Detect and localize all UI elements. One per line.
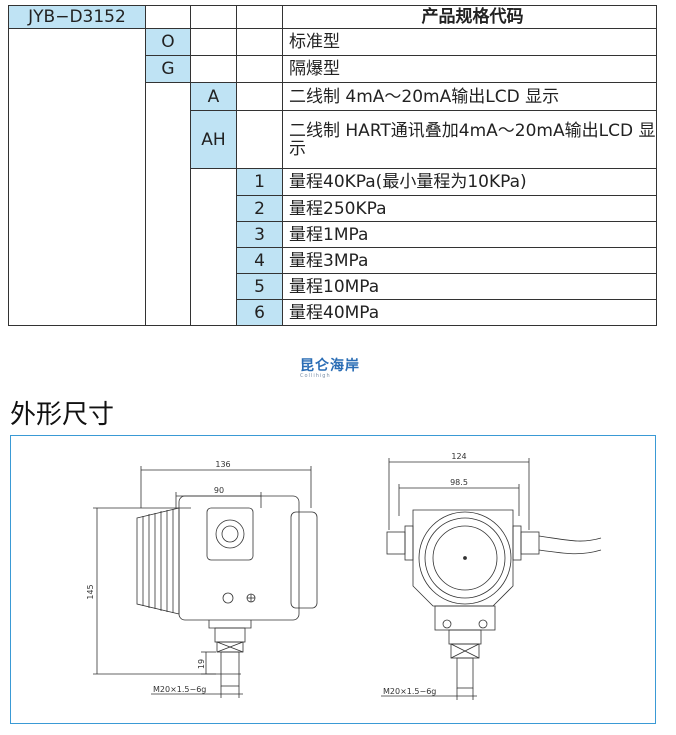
code-cell: O (145, 28, 191, 56)
code-cell: 4 (236, 247, 283, 274)
dim-right-thread: M20×1.5−6g (383, 687, 436, 696)
desc-cell: 量程40KPa(最小量程为10KPa) (282, 168, 657, 196)
dim-left-total-width: 136 (215, 460, 230, 469)
spec-code-table: JYB−D3152 产品规格代码 O 标准型 G 隔爆型 A 二线制 4mA～2… (8, 5, 657, 326)
desc-cell: 标准型 (282, 28, 657, 56)
dimension-drawing-svg: 136 90 145 19 M20×1.5−6g 124 98.5 M20×1.… (86, 452, 602, 700)
desc-cell: 量程1MPa (282, 221, 657, 248)
watermark-subtext: Collihigh (300, 373, 331, 379)
desc-cell: 二线制 HART通讯叠加4mA～20mA输出LCD 显示 (282, 110, 657, 169)
dim-left-small: 19 (197, 659, 206, 669)
code-cell: 5 (236, 273, 283, 300)
desc-cell: 量程250KPa (282, 195, 657, 222)
code-cell: 1 (236, 168, 283, 196)
code-cell: AH (190, 110, 237, 169)
watermark-text: 昆仑海岸 (300, 358, 360, 374)
desc-cell: 量程40MPa (282, 299, 657, 326)
dim-right-body-width: 98.5 (450, 478, 468, 487)
dim-left-thread: M20×1.5−6g (153, 685, 206, 694)
table-header: 产品规格代码 (282, 5, 657, 29)
desc-cell: 量程3MPa (282, 247, 657, 274)
brand-watermark: 昆仑海岸 Collihigh (300, 355, 360, 379)
section-title: 外形尺寸 (10, 400, 115, 430)
dimension-drawing: 136 90 145 19 M20×1.5−6g 124 98.5 M20×1.… (10, 435, 656, 724)
code-cell: G (145, 55, 191, 83)
dim-right-total-width: 124 (451, 452, 466, 461)
code-cell: 2 (236, 195, 283, 222)
right-view (381, 458, 602, 700)
left-view (93, 466, 318, 698)
code-cell: 3 (236, 221, 283, 248)
desc-cell: 量程10MPa (282, 273, 657, 300)
desc-cell: 二线制 4mA～20mA输出LCD 显示 (282, 82, 657, 111)
dim-left-body-width: 90 (214, 486, 224, 495)
code-cell: A (190, 82, 237, 111)
code-cell: 6 (236, 299, 283, 326)
desc-cell: 隔爆型 (282, 55, 657, 83)
model-code-cell: JYB−D3152 (8, 5, 146, 29)
dim-left-height: 145 (86, 584, 95, 599)
